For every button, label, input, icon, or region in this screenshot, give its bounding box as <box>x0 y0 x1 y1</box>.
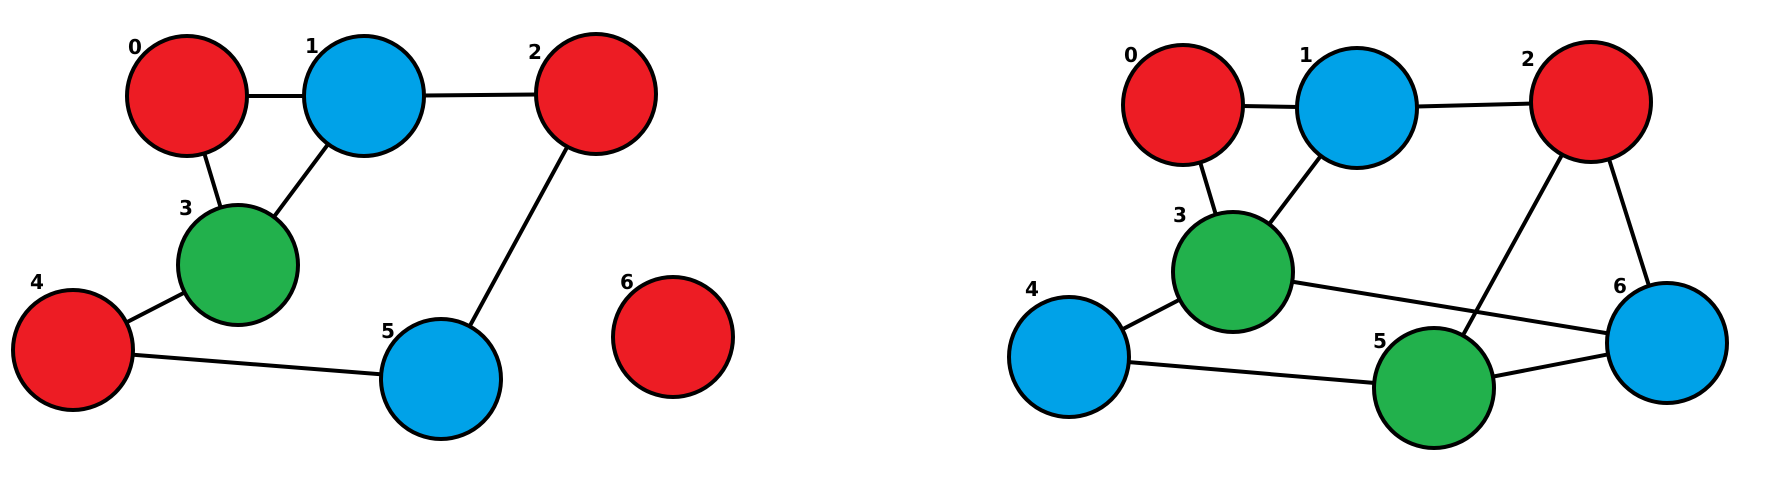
graph-left-node-1-circle <box>302 34 426 158</box>
graph-right-node-4: 4 <box>1007 277 1131 419</box>
graph-left-node-5-label: 5 <box>381 319 395 343</box>
graph-right-node-1: 1 <box>1295 43 1419 170</box>
graph-right-node-5-circle <box>1372 326 1496 450</box>
graph-right-nodes: 0 1 2 3 4 5 6 <box>1007 40 1729 450</box>
graph-left-node-2: 2 <box>528 32 658 156</box>
graph-right-node-6: 6 <box>1605 274 1729 405</box>
graph-left-node-5-circle <box>379 317 503 441</box>
graph-right-node-6-label: 6 <box>1613 274 1627 298</box>
graph-left-node-6-circle <box>611 275 735 399</box>
graph-left-node-3-circle <box>176 203 300 327</box>
graph-right-node-1-label: 1 <box>1299 43 1313 67</box>
graph-left-node-6: 6 <box>611 270 735 399</box>
graph-right-node-5: 5 <box>1372 326 1496 450</box>
graph-left-node-6-label: 6 <box>620 270 634 294</box>
graph-left-node-0: 0 <box>125 34 249 158</box>
graph-right-node-1-circle <box>1295 46 1419 170</box>
graph-left-node-3: 3 <box>176 196 300 327</box>
graph-right-node-2-circle <box>1529 40 1653 164</box>
graph-right-node-2: 2 <box>1521 40 1653 164</box>
graph-left-node-4-label: 4 <box>30 270 44 294</box>
graph-right-edge-3-6 <box>1231 270 1669 345</box>
graph-right-node-0: 0 <box>1121 43 1245 167</box>
graph-left-nodes: 0 1 2 3 4 5 6 <box>11 32 735 441</box>
graph-left-node-2-label: 2 <box>528 40 542 64</box>
graph-left-node-3-label: 3 <box>179 196 193 220</box>
graph-left-node-0-label: 0 <box>128 35 142 59</box>
graph-right-node-2-label: 2 <box>1521 47 1535 71</box>
graph-right-node-3: 3 <box>1171 203 1295 334</box>
graph-right-node-5-label: 5 <box>1373 329 1387 353</box>
graph-right-node-0-circle <box>1121 43 1245 167</box>
graph-right: 0 1 2 3 4 5 6 <box>1007 40 1729 450</box>
graph-left-node-0-circle <box>125 34 249 158</box>
graph-left-node-4-circle <box>11 288 135 412</box>
graph-left-node-2-circle <box>534 32 658 156</box>
graph-right-node-6-circle <box>1605 281 1729 405</box>
graph-left-node-4: 4 <box>11 270 135 412</box>
graph-left: 0 1 2 3 4 5 6 <box>11 32 735 441</box>
graph-right-node-3-label: 3 <box>1173 203 1187 227</box>
graph-left-node-1: 1 <box>302 34 426 158</box>
graph-left-node-5: 5 <box>379 317 503 441</box>
graph-right-node-3-circle <box>1171 210 1295 334</box>
graph-right-node-4-label: 4 <box>1025 277 1039 301</box>
graph-left-node-1-label: 1 <box>305 34 319 58</box>
graph-right-node-0-label: 0 <box>1124 43 1138 67</box>
graph-right-node-4-circle <box>1007 295 1131 419</box>
